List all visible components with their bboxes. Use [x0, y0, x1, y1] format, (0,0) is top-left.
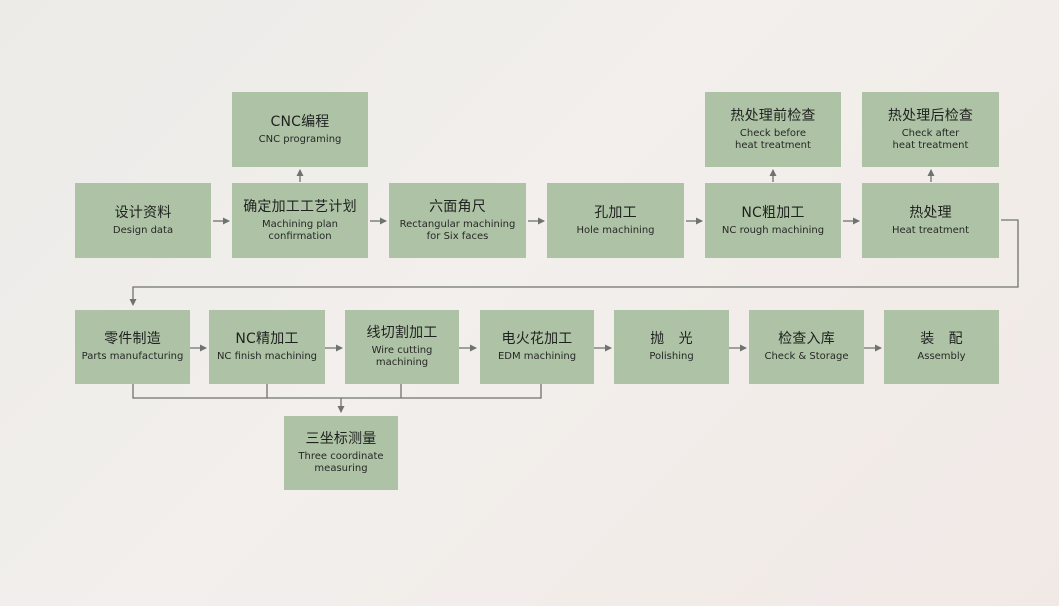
wire-cutting-title-zh: 线切割加工	[366, 325, 438, 341]
edm-title-zh: 电火花加工	[501, 331, 573, 347]
nc-finish-title-en: NC finish machining	[216, 351, 318, 362]
wire-cutting-title-en: Wire cutting machining	[371, 345, 433, 368]
parts-manufacturing-title-zh: 零件制造	[104, 331, 161, 347]
merge-line-to-three-coordinate	[132, 384, 542, 399]
parts-manufacturing-box: 零件制造 Parts manufacturing	[75, 310, 190, 384]
wire-cutting-box: 线切割加工 Wire cutting machining	[345, 310, 459, 384]
hole-machining-box: 孔加工 Hole machining	[547, 183, 684, 258]
polishing-title-zh: 抛 光	[650, 331, 693, 347]
heat-treatment-title-en: Heat treatment	[891, 224, 970, 236]
nc-rough-title-en: NC rough machining	[721, 224, 825, 236]
check-after-box: 热处理后检查 Check after heat treatment	[862, 92, 999, 167]
check-storage-title-en: Check & Storage	[764, 351, 849, 362]
assembly-title-zh: 装 配	[920, 331, 963, 347]
design-data-title-zh: 设计资料	[114, 204, 172, 221]
three-coordinate-title-zh: 三坐标测量	[305, 431, 377, 447]
check-before-title-zh: 热处理前检查	[730, 107, 816, 124]
nc-finish-box: NC精加工 NC finish machining	[209, 310, 325, 384]
check-after-title-zh: 热处理后检查	[887, 107, 974, 124]
heat-treatment-title-zh: 热处理	[909, 204, 952, 221]
nc-rough-title-zh: NC粗加工	[741, 204, 805, 221]
six-faces-title-en: Rectangular machining for Six faces	[399, 218, 516, 242]
machining-plan-box: 确定加工工艺计划 Machining plan confirmation	[232, 183, 368, 258]
machining-plan-title-zh: 确定加工工艺计划	[243, 198, 357, 215]
hole-machining-title-zh: 孔加工	[594, 204, 637, 221]
three-coordinate-box: 三坐标测量 Three coordinate measuring	[284, 416, 398, 490]
cnc-programming-title-en: CNC programing	[258, 133, 342, 145]
machining-plan-title-en: Machining plan confirmation	[262, 218, 338, 242]
three-coordinate-title-en: Three coordinate measuring	[298, 451, 384, 474]
heat-treatment-box: 热处理 Heat treatment	[862, 183, 999, 258]
design-data-title-en: Design data	[112, 224, 174, 236]
six-faces-box: 六面角尺 Rectangular machining for Six faces	[389, 183, 526, 258]
cnc-programming-box: CNC编程 CNC programing	[232, 92, 368, 167]
edm-box: 电火花加工 EDM machining	[480, 310, 594, 384]
check-storage-title-zh: 检查入库	[778, 331, 835, 347]
design-data-box: 设计资料 Design data	[75, 183, 211, 258]
nc-rough-box: NC粗加工 NC rough machining	[705, 183, 841, 258]
parts-manufacturing-title-en: Parts manufacturing	[81, 351, 184, 362]
check-after-title-en: Check after heat treatment	[892, 127, 969, 151]
check-before-title-en: Check before heat treatment	[735, 127, 811, 151]
assembly-title-en: Assembly	[917, 351, 966, 362]
check-before-box: 热处理前检查 Check before heat treatment	[705, 92, 841, 167]
polishing-box: 抛 光 Polishing	[614, 310, 729, 384]
edm-title-en: EDM machining	[497, 351, 577, 362]
six-faces-title-zh: 六面角尺	[429, 198, 486, 215]
polishing-title-en: Polishing	[649, 351, 694, 362]
nc-finish-title-zh: NC精加工	[235, 331, 299, 347]
hole-machining-title-en: Hole machining	[576, 224, 655, 236]
assembly-box: 装 配 Assembly	[884, 310, 999, 384]
cnc-programming-title-zh: CNC编程	[270, 113, 330, 130]
check-storage-box: 检查入库 Check & Storage	[749, 310, 864, 384]
